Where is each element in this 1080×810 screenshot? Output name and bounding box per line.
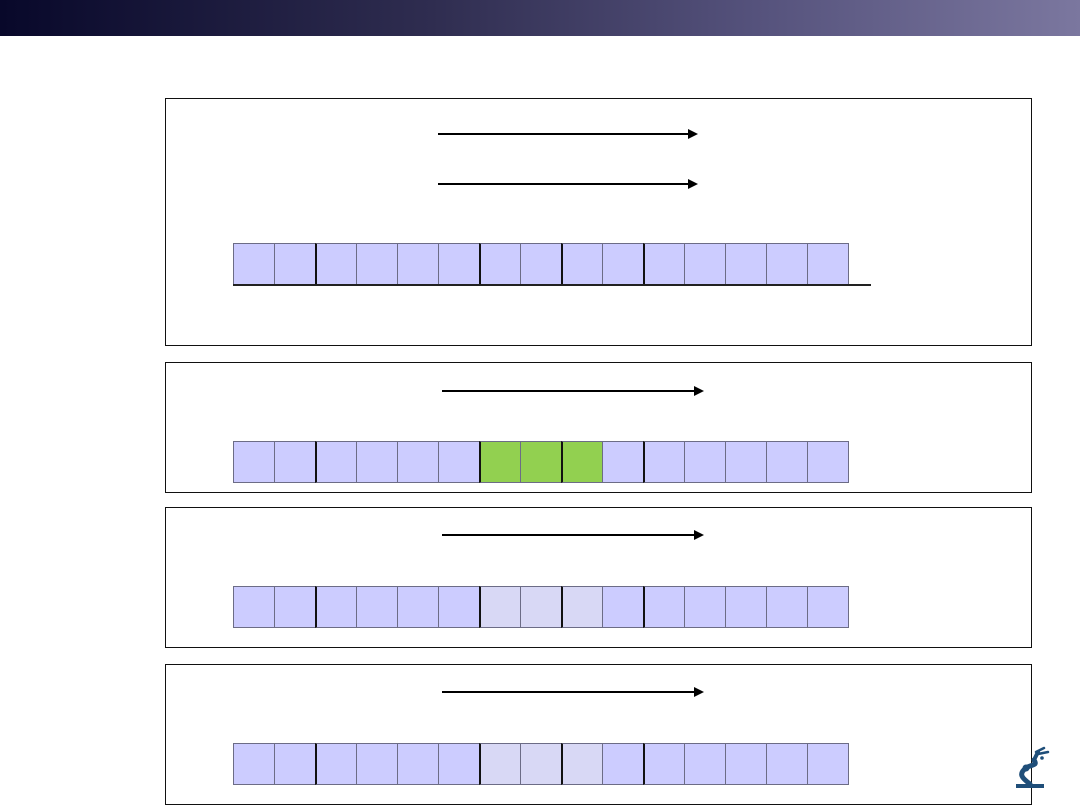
array-cell	[274, 586, 316, 628]
array-cell	[602, 243, 644, 285]
array-cell	[438, 243, 480, 285]
array-cell	[725, 441, 767, 483]
array-cell	[356, 441, 398, 483]
array-cell	[356, 743, 398, 785]
array-cell	[438, 743, 480, 785]
array-cell	[479, 586, 521, 628]
array-cell	[807, 586, 849, 628]
array-cell	[233, 586, 275, 628]
array-cell	[520, 441, 562, 483]
array-cell	[397, 243, 439, 285]
array-cell	[643, 586, 685, 628]
array-cell	[274, 243, 316, 285]
array-cell	[684, 441, 726, 483]
array-cell	[643, 743, 685, 785]
array-cell	[520, 743, 562, 785]
array-cell	[520, 243, 562, 285]
array-cell	[602, 586, 644, 628]
arrow-right-icon	[438, 179, 698, 189]
array-cell	[274, 441, 316, 483]
array-cell	[766, 441, 808, 483]
array-cell	[684, 743, 726, 785]
arrow-right-icon	[438, 129, 698, 139]
array-cell	[479, 743, 521, 785]
panel-4	[165, 664, 1032, 805]
arrow-right-icon	[442, 687, 704, 697]
array-cell	[561, 243, 603, 285]
panel-1	[165, 98, 1032, 346]
array-cell	[233, 441, 275, 483]
arrow-right-icon	[442, 386, 704, 396]
array-cell	[397, 743, 439, 785]
array-cell	[807, 441, 849, 483]
array-cell	[479, 243, 521, 285]
array-cell	[766, 743, 808, 785]
panel-2	[165, 362, 1032, 493]
array-cell	[274, 743, 316, 785]
array-cell	[807, 743, 849, 785]
array-cell	[684, 586, 726, 628]
array-cell	[315, 441, 357, 483]
cell-row	[233, 743, 849, 785]
array-cell	[479, 441, 521, 483]
array-cell	[725, 243, 767, 285]
array-cell	[766, 586, 808, 628]
array-cell	[807, 243, 849, 285]
array-cell	[766, 243, 808, 285]
array-cell	[356, 243, 398, 285]
cell-row-baseline	[233, 284, 871, 286]
array-cell	[438, 586, 480, 628]
array-cell	[315, 243, 357, 285]
array-cell	[643, 243, 685, 285]
array-cell	[315, 586, 357, 628]
array-cell	[602, 441, 644, 483]
panel-3	[165, 507, 1032, 648]
array-cell	[233, 743, 275, 785]
array-cell	[725, 586, 767, 628]
array-cell	[397, 586, 439, 628]
array-cell	[233, 243, 275, 285]
array-cell	[356, 586, 398, 628]
array-cell	[561, 441, 603, 483]
title-bar	[0, 0, 1080, 36]
array-cell	[643, 441, 685, 483]
cell-row	[233, 441, 849, 483]
array-cell	[561, 586, 603, 628]
robot-arm-icon	[1016, 746, 1050, 788]
arrow-right-icon	[442, 530, 704, 540]
cell-row	[233, 243, 849, 285]
array-cell	[684, 243, 726, 285]
array-cell	[602, 743, 644, 785]
array-cell	[520, 586, 562, 628]
array-cell	[725, 743, 767, 785]
array-cell	[438, 441, 480, 483]
array-cell	[561, 743, 603, 785]
array-cell	[397, 441, 439, 483]
array-cell	[315, 743, 357, 785]
cell-row	[233, 586, 849, 628]
